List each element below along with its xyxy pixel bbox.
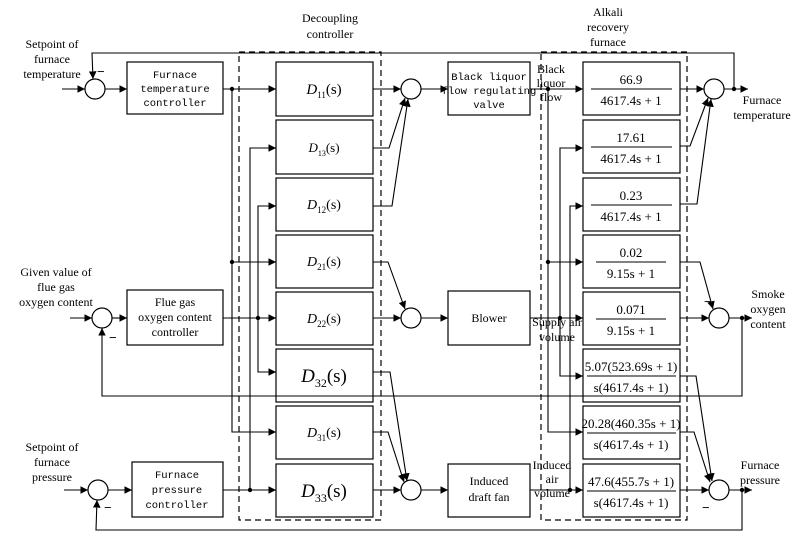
plant-g13-den: 4617.4s + 1 [600, 209, 661, 224]
sum-furnace-temp [703, 78, 725, 100]
alkali-title-3: furnace [590, 35, 626, 49]
pressure-controller-text-3: controller [145, 500, 208, 512]
supply-air-label-1: Supply air [532, 315, 582, 329]
o2-controller-text-3: controller [152, 325, 199, 339]
sum-o2-error [91, 307, 113, 329]
decoupler-d13-block [275, 119, 374, 175]
output-o2-label-2: oxygen [750, 302, 785, 316]
o2-controller-block [126, 289, 224, 346]
decoupler-d12-block [275, 177, 374, 232]
sum-temp-error [84, 78, 106, 100]
junction-dots [229, 86, 745, 493]
plant-g12-den: 4617.4s + 1 [600, 151, 661, 166]
decoupler-d33-label: D33(s) [300, 481, 347, 505]
blower-block [447, 290, 531, 346]
valve-text-3: valve [473, 100, 505, 112]
decoupler-d21-block [275, 234, 374, 289]
pressure-controller-text-1: Furnace [155, 470, 199, 482]
decoupler-d32-label: D32(s) [300, 366, 347, 390]
plant-g12-num: 17.61 [616, 130, 645, 145]
temperature-controller-text-2: temperature [140, 84, 209, 96]
induced-draft-fan-block [447, 463, 531, 518]
decoupler-d33-block [275, 463, 374, 518]
o2-controller-text-2: oxygen content [138, 310, 212, 324]
minus-sign-press: − [104, 500, 112, 515]
plant-g31-den: s(4617.4s + 1) [594, 380, 669, 395]
decoupler-d31-label: D31(s) [306, 426, 341, 443]
setpoint-temp-label-2: furnace [34, 52, 70, 66]
valve-text-2: flow regulating [442, 86, 537, 98]
plant-g11-den: 4617.4s + 1 [600, 93, 661, 108]
plant-g32-num: 20.28(460.35s + 1) [581, 416, 680, 431]
induced-air-label-3: volume [534, 486, 570, 500]
minus-sign-out-press: − [702, 500, 710, 515]
output-press-label-1: Furnace [741, 458, 780, 472]
plant-g22-num: 0.071 [616, 302, 645, 317]
decoupler-d22-label: D22(s) [306, 312, 341, 329]
plant-g22-den: 9.15s + 1 [607, 323, 655, 338]
valve-block [447, 61, 531, 116]
black-liquor-label-3: flow [540, 90, 562, 104]
plant-g13-num: 0.23 [620, 188, 643, 203]
decoupling-title-1: Decoupling [302, 11, 358, 25]
induced-air-label-2: air [546, 472, 559, 486]
signal-lines [62, 52, 752, 531]
setpoint-press-label-3: pressure [32, 470, 72, 484]
decoupler-d12-label: D12(s) [306, 198, 341, 215]
setpoint-press-label-1: Setpoint of [26, 440, 79, 454]
black-liquor-label-1: Black [537, 62, 565, 76]
blower-text: Blower [471, 311, 506, 325]
alkali-title-2: recovery [587, 20, 629, 34]
sum-decoupler-1 [400, 78, 422, 100]
temperature-controller-block [126, 61, 224, 115]
sum-decoupler-3 [400, 479, 422, 501]
decoupler-d31-block [275, 405, 374, 460]
setpoint-temp-label-3: temperature [23, 67, 80, 81]
setpoint-temp-label-1: Setpoint of [26, 37, 79, 51]
output-temp-label-1: Furnace [743, 93, 782, 107]
minus-sign-o2: − [109, 330, 117, 345]
given-o2-label-2: flue gas [37, 280, 75, 294]
plant-g21-den: 9.15s + 1 [607, 266, 655, 281]
plant-g31-num: 5.07(523.69s + 1) [585, 359, 678, 374]
given-o2-label-1: Given value of [20, 265, 91, 279]
alkali-title-1: Alkali [593, 5, 624, 19]
plant-g32-den: s(4617.4s + 1) [594, 437, 669, 452]
setpoint-press-label-2: furnace [34, 455, 70, 469]
pressure-controller-text-2: pressure [152, 485, 202, 497]
induced-air-label-1: Induced [533, 458, 572, 472]
output-temp-label-2: temperature [733, 108, 790, 122]
alkali-furnace-group [540, 51, 688, 521]
given-o2-label-3: oxygen content [19, 295, 93, 309]
output-o2-label-1: Smoke [751, 287, 784, 301]
decoupler-d13-label: D13(s) [307, 140, 339, 158]
minus-sign-temp: − [97, 64, 105, 79]
plant-g21-num: 0.02 [620, 245, 643, 260]
plant-g33-num: 47.6(455.7s + 1) [588, 474, 674, 489]
decoupler-d11-label: D11(s) [305, 82, 341, 100]
fan-text-2: draft fan [469, 490, 510, 504]
temperature-controller-text-3: controller [143, 98, 206, 110]
decoupler-d11-block [275, 61, 374, 117]
valve-text-1: Black liquor [451, 72, 527, 84]
output-o2-label-3: content [750, 317, 786, 331]
decoupler-d22-block [275, 291, 374, 346]
output-press-label-2: pressure [740, 473, 780, 487]
decoupler-d32-block [275, 348, 374, 403]
pressure-controller-block [131, 461, 224, 518]
o2-controller-text-1: Flue gas [155, 295, 196, 309]
plant-g11-num: 66.9 [620, 72, 643, 87]
sum-decoupler-2 [400, 307, 422, 329]
decoupling-controller-group [238, 51, 382, 521]
temperature-controller-text-1: Furnace [153, 70, 197, 82]
sum-smoke-o2 [708, 307, 730, 329]
black-liquor-label-2: liquor [537, 76, 566, 90]
decoupler-d21-label: D21(s) [306, 255, 341, 272]
fan-text-1: Induced [470, 474, 509, 488]
decoupling-title-2: controller [307, 27, 354, 41]
sum-press-error [87, 479, 109, 501]
sum-furnace-press [708, 479, 730, 501]
plant-g33-den: s(4617.4s + 1) [594, 495, 669, 510]
